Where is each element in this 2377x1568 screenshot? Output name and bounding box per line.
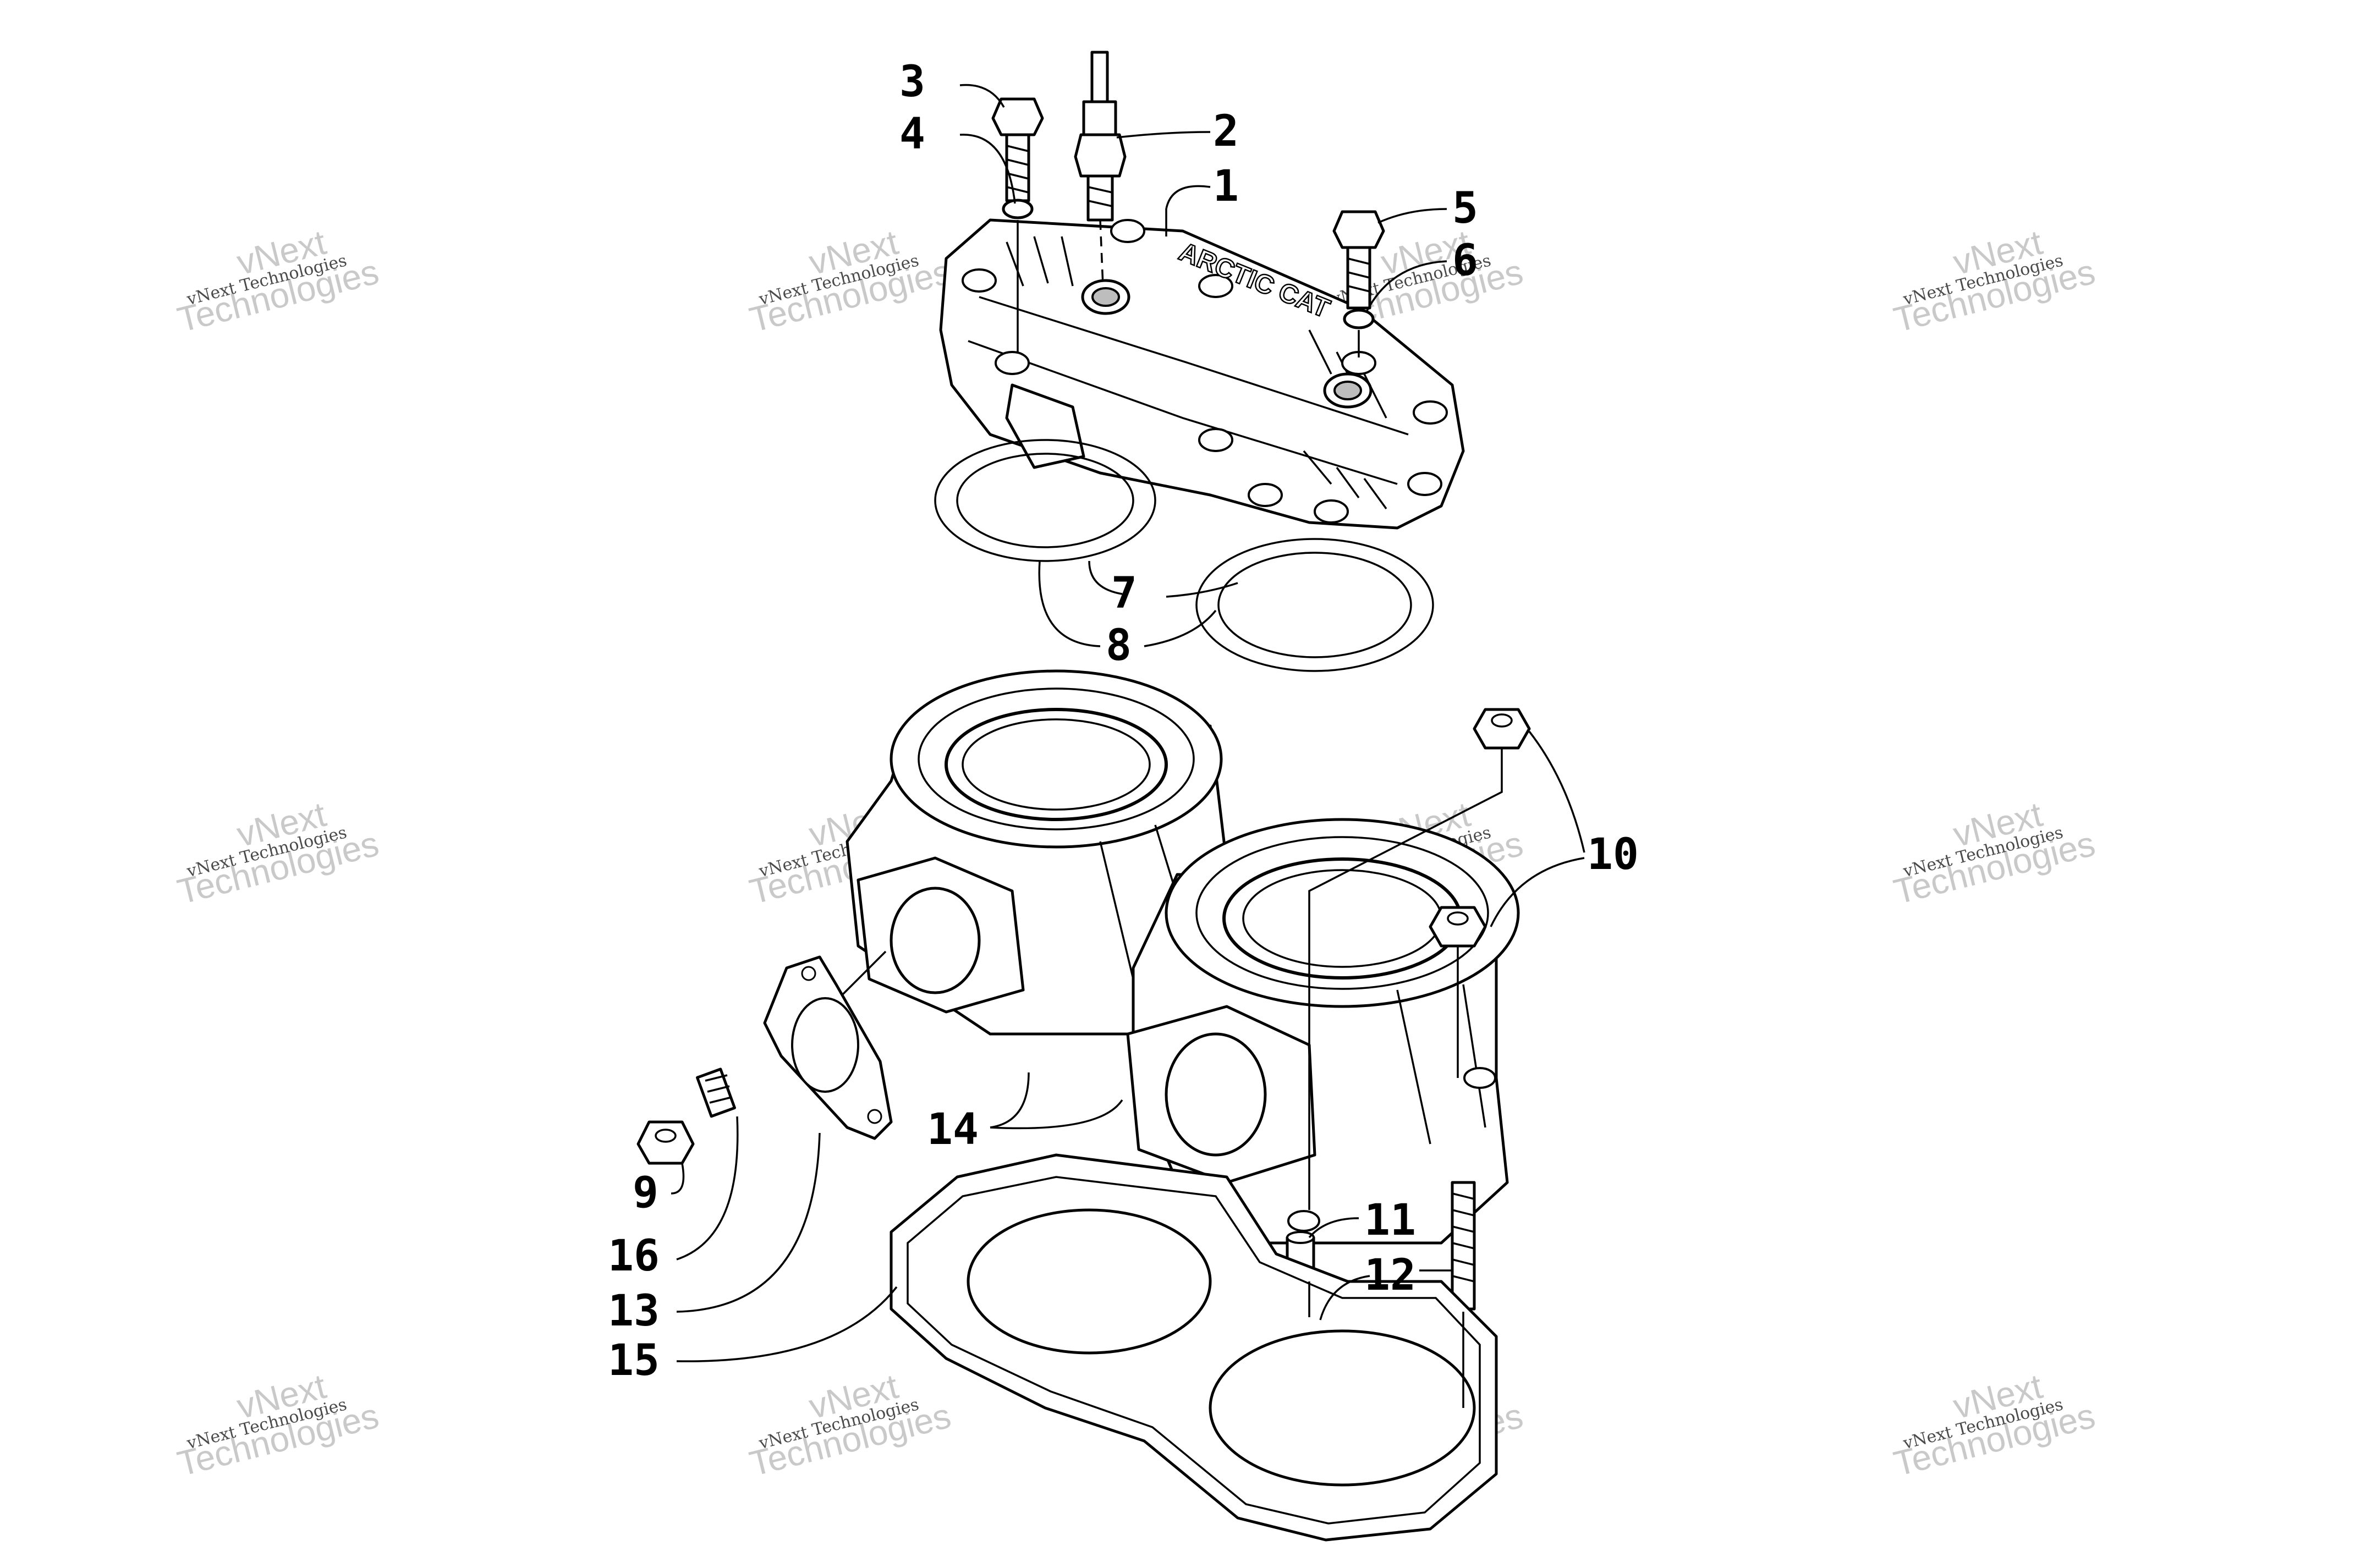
callout-labels: 1 2 3 4 5 6 7 8 9 10 11 12 13 14 15 16 xyxy=(608,57,1639,1385)
callout-8: 8 xyxy=(1106,621,1132,670)
stud-rear xyxy=(1451,1181,1476,1311)
cylinder-head: ARCTIC CAT xyxy=(939,218,1465,530)
cylinder-nut-top xyxy=(1473,708,1531,750)
callout-12: 12 xyxy=(1364,1251,1416,1300)
callout-13: 13 xyxy=(608,1286,660,1336)
exhaust-stud xyxy=(696,1068,736,1118)
callout-14: 14 xyxy=(927,1105,979,1154)
callout-15: 15 xyxy=(608,1336,660,1385)
leader-lines xyxy=(671,84,1585,1408)
head-o-rings xyxy=(934,439,1434,672)
callout-7: 7 xyxy=(1111,569,1137,618)
callout-4: 4 xyxy=(899,109,925,159)
cylinder-nut-bottom xyxy=(1429,906,1487,948)
callout-9: 9 xyxy=(633,1168,658,1218)
callout-10: 10 xyxy=(1587,830,1639,879)
callout-11: 11 xyxy=(1364,1196,1416,1245)
callout-3: 3 xyxy=(899,57,925,107)
cylinder-right xyxy=(1126,818,1520,1245)
exhaust-nut xyxy=(636,1120,695,1165)
spark-plug xyxy=(1074,51,1127,222)
callout-16: 16 xyxy=(608,1231,660,1281)
exhaust-gasket xyxy=(763,955,893,1140)
callout-5: 5 xyxy=(1452,184,1478,233)
washer-left xyxy=(1002,199,1034,219)
head-bolt-left xyxy=(991,97,1044,202)
callout-1: 1 xyxy=(1213,162,1239,211)
base-gasket xyxy=(890,1153,1498,1542)
head-bolt-right xyxy=(1332,210,1385,310)
washer-right xyxy=(1343,309,1375,329)
callout-2: 2 xyxy=(1213,107,1239,156)
callout-6: 6 xyxy=(1452,236,1478,285)
